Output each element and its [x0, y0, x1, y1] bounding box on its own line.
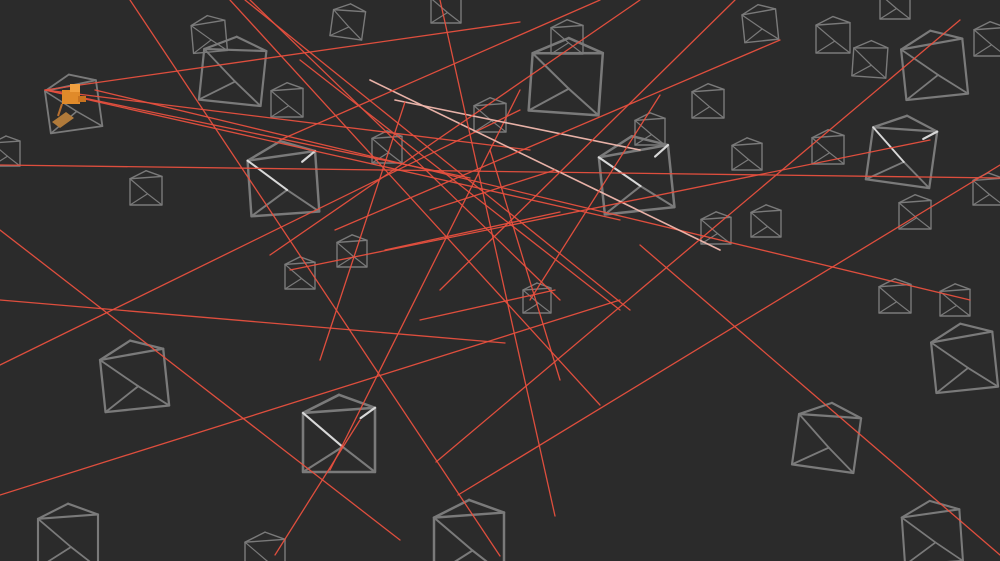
laser-ray — [369, 79, 721, 251]
wireframe-cube[interactable] — [550, 18, 584, 55]
wireframe-cube[interactable] — [336, 234, 368, 268]
wireframe-cube[interactable] — [750, 204, 782, 238]
laser-ray — [439, 0, 736, 291]
laser-ray — [0, 109, 521, 366]
laser-ray — [384, 211, 561, 251]
wireframe-cube[interactable] — [899, 27, 970, 102]
wireframe-cube[interactable] — [731, 137, 763, 171]
laser-ray — [0, 299, 621, 496]
wireframe-cube[interactable] — [129, 169, 163, 206]
figure-part — [57, 103, 63, 117]
wireframe-cube[interactable] — [43, 71, 104, 135]
wireframe-cube[interactable] — [939, 283, 971, 317]
wireframe-cube[interactable] — [430, 0, 462, 24]
wireframe-cube[interactable] — [329, 2, 367, 41]
laser-ray — [274, 419, 361, 556]
laser-ray — [419, 289, 556, 321]
wireframe-cube[interactable] — [741, 3, 780, 44]
wireframe-cube[interactable] — [815, 15, 851, 54]
laser-ray — [457, 164, 1000, 496]
figure-part — [62, 90, 80, 104]
laser-ray — [94, 89, 971, 301]
laser-ray — [299, 59, 621, 311]
laser-ray — [269, 0, 641, 256]
laser-ray — [289, 139, 931, 271]
laser-ray — [0, 164, 1000, 179]
laser-ray — [319, 101, 406, 361]
wireframe-cube[interactable] — [301, 393, 377, 474]
laser-ray — [334, 39, 781, 231]
wireframe-cube[interactable] — [270, 81, 304, 118]
figure-part — [52, 112, 74, 128]
laser-ray — [439, 0, 556, 517]
laser-ray — [129, 0, 501, 557]
wireframe-cube[interactable] — [522, 282, 552, 314]
laser-ray — [0, 229, 401, 541]
laser-ray — [435, 19, 961, 463]
laser-ray — [529, 94, 661, 301]
laser-ray — [229, 0, 601, 406]
wireframe-cube[interactable] — [691, 82, 725, 119]
wireframe-cube[interactable] — [851, 39, 889, 79]
laser-ray — [44, 89, 531, 151]
figure-part — [70, 84, 80, 92]
figure-part — [78, 96, 86, 102]
wireframe-cube[interactable] — [878, 277, 912, 314]
wireframe-cube[interactable] — [246, 139, 321, 218]
laser-ray — [429, 169, 556, 211]
laser-ray — [249, 0, 561, 301]
laser-ray — [44, 21, 521, 91]
wireframe-cube[interactable] — [597, 133, 676, 216]
laser-ray — [489, 149, 561, 381]
orange-figure[interactable] — [52, 84, 86, 128]
wireframe-cube[interactable] — [244, 531, 286, 561]
laser-ray — [279, 0, 601, 141]
laser-ray — [244, 0, 631, 311]
wireframe-cube[interactable] — [0, 135, 21, 167]
wireframe-cube[interactable] — [929, 320, 1000, 395]
laser-ray — [0, 299, 506, 344]
wireframe-cube[interactable] — [36, 502, 100, 561]
laser-ray — [329, 89, 521, 471]
laser-ray — [394, 99, 641, 151]
laser-ray — [639, 244, 1000, 556]
wireframe-cube[interactable] — [879, 0, 911, 20]
wireframe-cube[interactable] — [898, 193, 932, 230]
wireframe-cube[interactable] — [432, 498, 506, 561]
wireframe-cube[interactable] — [973, 20, 1000, 57]
wireframe-cube[interactable] — [864, 111, 939, 190]
wireframe-cube[interactable] — [98, 337, 171, 414]
laser-ray — [44, 89, 621, 221]
